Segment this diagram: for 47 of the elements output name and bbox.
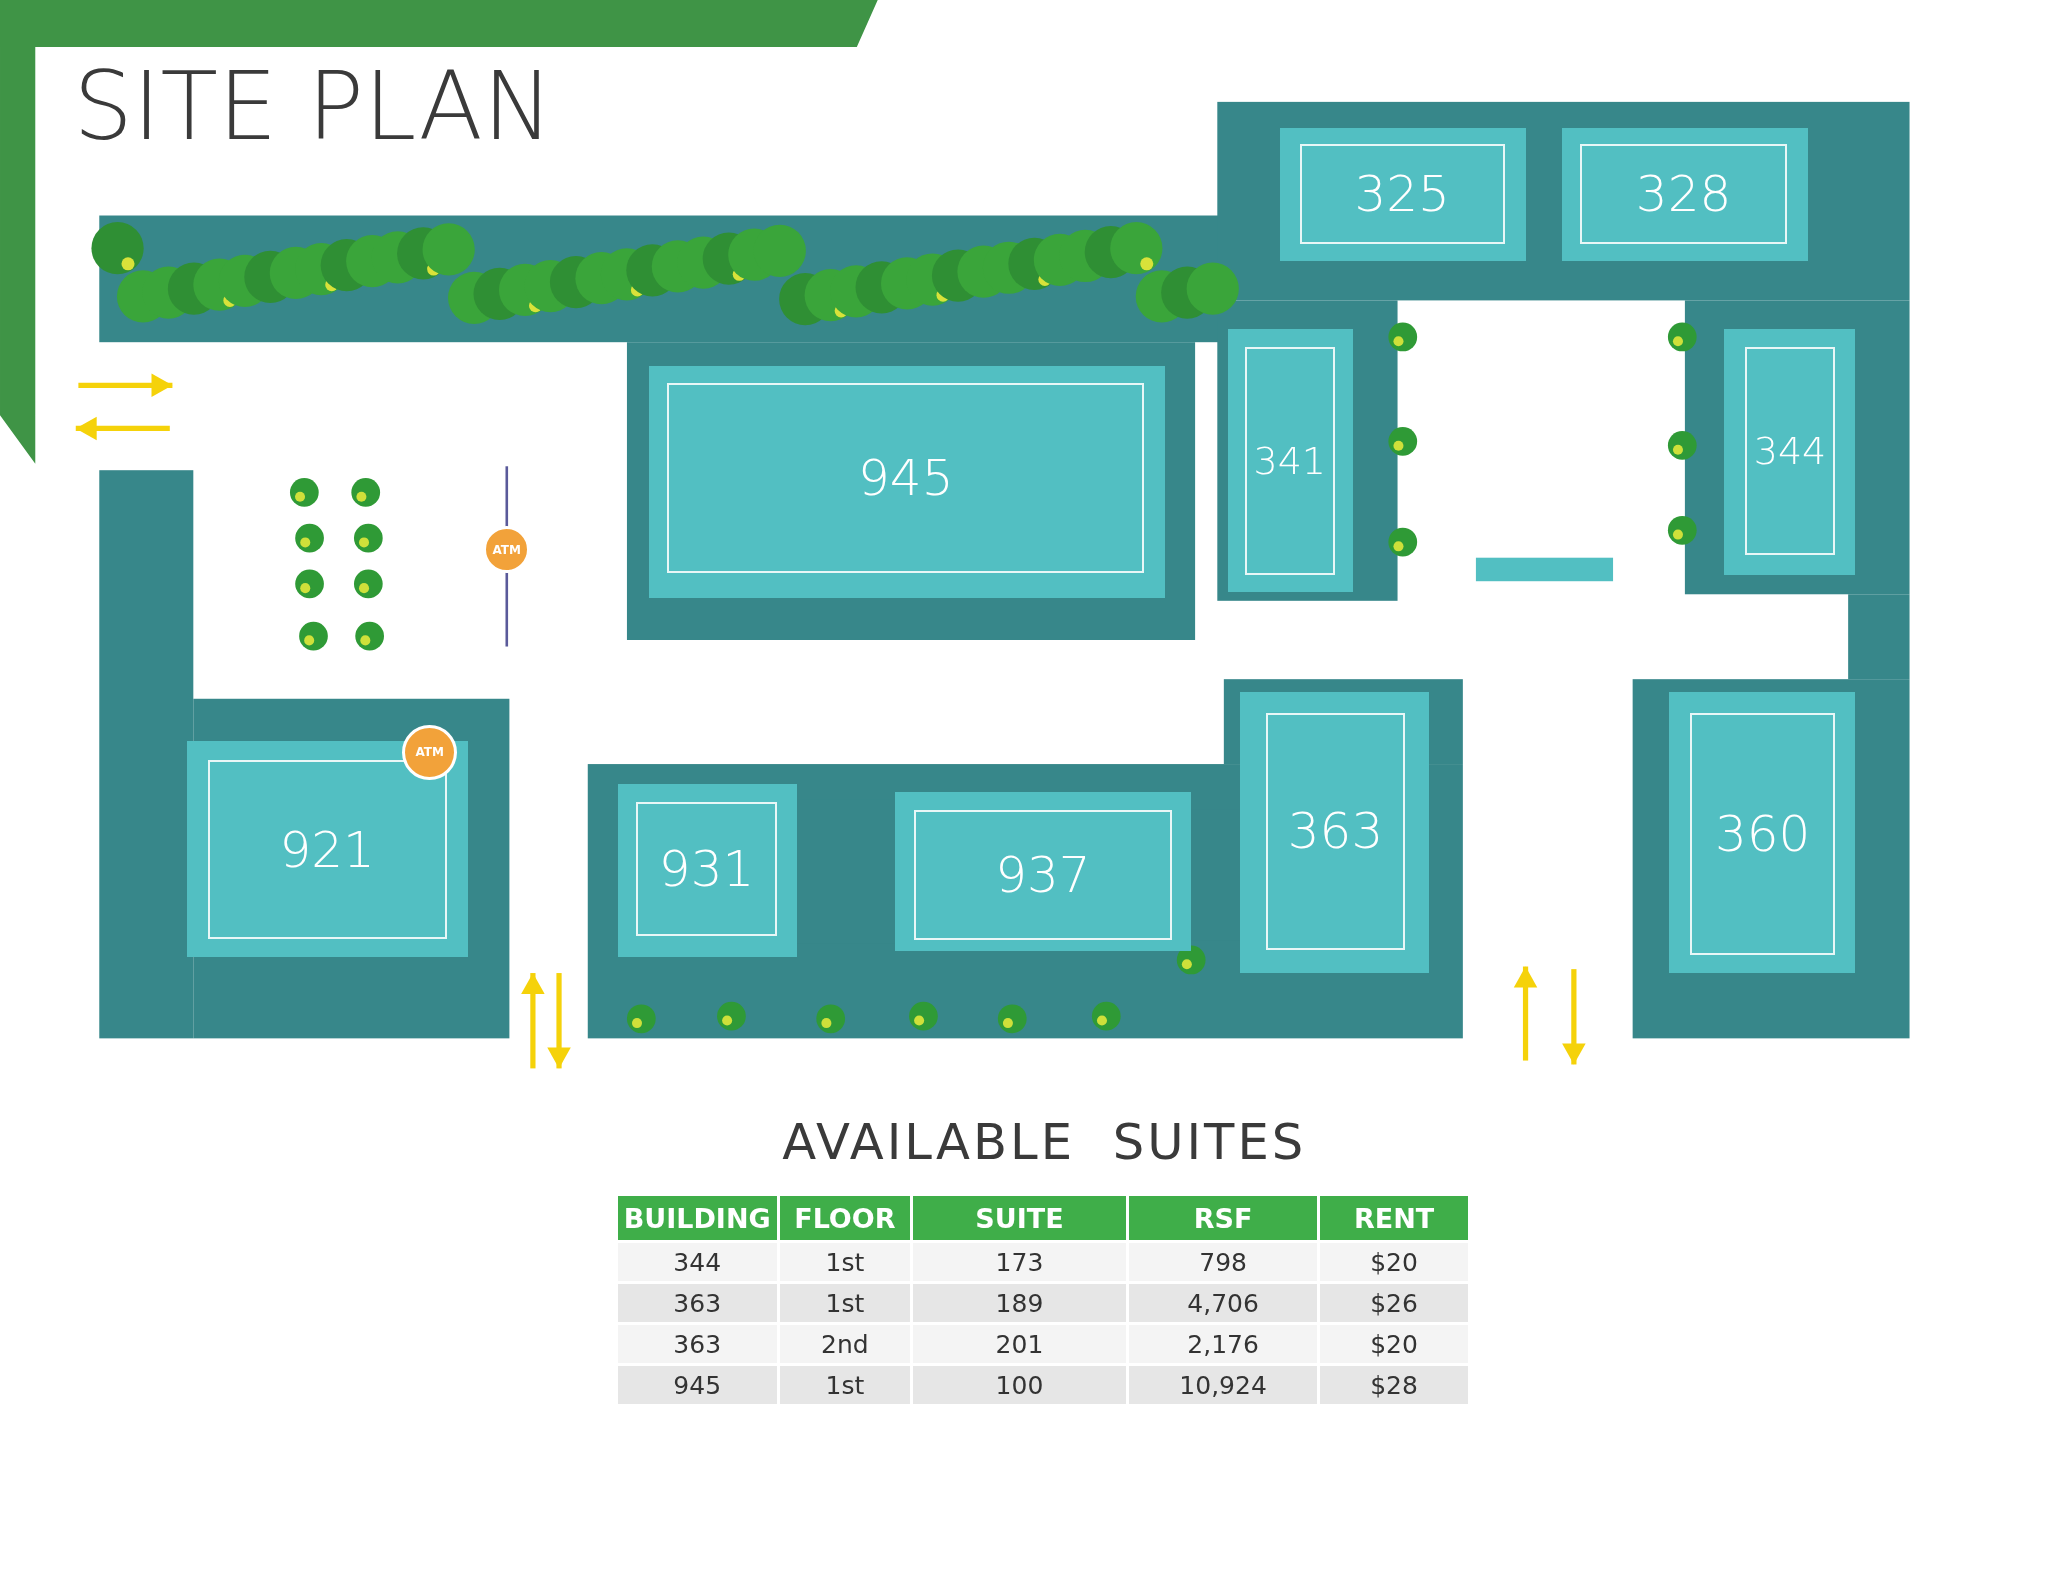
table-cell: $26 [1318, 1282, 1470, 1324]
building-pad [1239, 692, 1429, 974]
table-cell: 189 [911, 1282, 1128, 1324]
building-number: 360 [1714, 804, 1811, 863]
column-header: BUILDING [617, 1196, 779, 1242]
building-pad [649, 365, 1166, 599]
building-number: 921 [279, 820, 375, 879]
table-cell: 100 [911, 1364, 1128, 1405]
table-cell: $20 [1318, 1241, 1470, 1283]
table-cell: 363 [617, 1323, 779, 1365]
building-pad [617, 783, 797, 958]
table-cell: 2nd [778, 1323, 912, 1365]
table-cell: 1st [778, 1241, 912, 1283]
building-number: 341 [1253, 439, 1327, 484]
column-header: SUITE [911, 1196, 1128, 1242]
building-pad [186, 740, 468, 958]
building-pad [1724, 329, 1855, 575]
table-cell: 4,706 [1127, 1282, 1319, 1324]
page-title: SITE PLAN [73, 54, 554, 159]
table-cell: 798 [1127, 1241, 1319, 1283]
column-header: RSF [1127, 1196, 1319, 1242]
table-cell: $28 [1318, 1364, 1470, 1405]
building-pad [1562, 128, 1808, 262]
building-pad [1280, 128, 1526, 262]
building-pad [894, 791, 1192, 951]
building-number: 328 [1635, 164, 1732, 223]
table-cell: 1st [778, 1364, 912, 1405]
table-cell: $20 [1318, 1323, 1470, 1365]
building-number: 363 [1287, 802, 1384, 861]
column-header: FLOOR [778, 1196, 912, 1242]
table-cell: 201 [911, 1323, 1128, 1365]
table-cell: 2,176 [1127, 1323, 1319, 1365]
table-cell: 10,924 [1127, 1364, 1319, 1405]
building-number: 937 [995, 846, 1091, 905]
building-number: 945 [858, 449, 954, 507]
table-cell: 344 [617, 1241, 779, 1283]
table-cell: 173 [911, 1241, 1128, 1283]
table-cell: 945 [617, 1364, 779, 1405]
building-number: 325 [1354, 164, 1450, 223]
table-cell: 1st [778, 1282, 912, 1324]
table-cell: 363 [617, 1282, 779, 1324]
building-number: 931 [658, 840, 755, 899]
building-number: 344 [1753, 429, 1827, 474]
building-pad [1669, 692, 1855, 974]
table-heading: AVAILABLE SUITES [781, 1112, 1308, 1171]
building-pad [1227, 329, 1354, 592]
column-header: RENT [1318, 1196, 1470, 1242]
